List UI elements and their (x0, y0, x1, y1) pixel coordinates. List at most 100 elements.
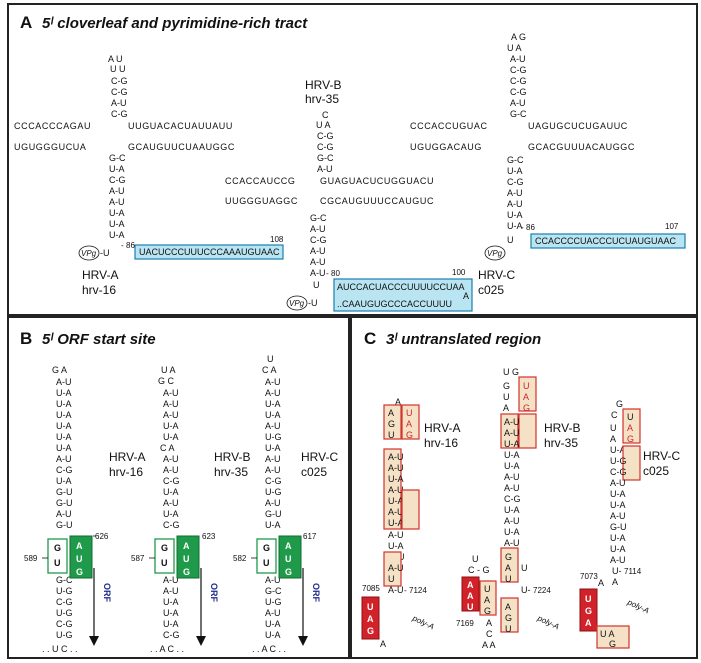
hrv-c-row3: UAGUGCUCUGAUUC (528, 121, 628, 131)
hrv-b-n1: 80 (331, 269, 340, 278)
svg-text:G-U: G-U (56, 520, 73, 530)
orf-a-right: 626 (95, 532, 109, 541)
hrv-b-tract-box (333, 278, 473, 312)
svg-text:U-A: U-A (109, 208, 125, 218)
svg-text:A-U: A-U (504, 483, 520, 493)
svg-text:U: U (406, 408, 413, 418)
svg-text:A: A (486, 618, 492, 628)
svg-text:-: - (121, 241, 124, 250)
svg-text:U: U (523, 381, 530, 391)
svg-text:A: A (612, 577, 618, 587)
svg-text:A-U: A-U (317, 164, 333, 174)
panel-a-letter: A (20, 13, 32, 32)
svg-text:C-G: C-G (109, 175, 126, 185)
svg-text:U: U (627, 412, 634, 422)
svg-text:U-A: U-A (56, 388, 72, 398)
hrv-b-n2: 100 (452, 268, 466, 277)
svg-text:U: U (161, 558, 168, 568)
svg-text:U: U (76, 554, 83, 564)
svg-text:A-U: A-U (388, 485, 404, 495)
svg-text:U-A: U-A (610, 533, 626, 543)
svg-text:G-C: G-C (510, 109, 527, 119)
utr-b-box1 (518, 376, 537, 412)
svg-text:U-A: U-A (163, 432, 179, 442)
svg-text:A: A (505, 563, 511, 573)
svg-text:U-G: U-G (265, 597, 282, 607)
svg-text:C-G: C-G (265, 476, 282, 486)
svg-text:U-A: U-A (163, 619, 179, 629)
svg-text:A-U: A-U (111, 98, 127, 108)
hrv-b-strain: hrv-35 (305, 92, 339, 106)
vpg-b-icon (286, 295, 308, 311)
svg-text:C-G: C-G (310, 235, 327, 245)
svg-text:U-A: U-A (56, 432, 72, 442)
vpg-c-icon (484, 245, 506, 261)
svg-text:A-U: A-U (510, 54, 526, 64)
svg-text:G: G (367, 626, 374, 636)
svg-text:C - G: C - G (468, 565, 490, 575)
svg-text:G: G (183, 567, 190, 577)
svg-text:A: A (585, 618, 592, 628)
svg-text:A-U: A-U (610, 511, 626, 521)
svg-text:U-A: U-A (109, 164, 125, 174)
stop-box-a (361, 596, 380, 640)
svg-text:A-U: A-U (310, 268, 326, 278)
svg-text:G: G (285, 567, 292, 577)
svg-text:C-G: C-G (111, 87, 128, 97)
svg-text:G: G (161, 543, 168, 553)
svg-text:U-: U- (521, 585, 531, 595)
svg-text:U: U (505, 624, 512, 634)
orf-c-label: ORF (311, 583, 321, 603)
svg-text:A: A (367, 614, 374, 624)
svg-text:U-G: U-G (56, 608, 73, 618)
hrv-a-row1: CCCACCCAGAU (14, 121, 91, 131)
utr-b-box3 (518, 413, 537, 449)
svg-text:G: G (263, 543, 270, 553)
svg-text:U-A: U-A (504, 439, 520, 449)
svg-text:U: U (285, 554, 292, 564)
svg-text:G-C: G-C (265, 586, 282, 596)
svg-text:C-G: C-G (111, 76, 128, 86)
utr-c-right: 7114 (624, 567, 642, 576)
svg-text:A: A (380, 639, 386, 649)
utr-a-box3 (383, 448, 402, 530)
hrv-c-cloverleaf: CCCACCUGUAC UGUGGACAUG UAGUGCUCUGAUUC GC… (410, 32, 686, 297)
svg-text:A-U: A-U (163, 410, 179, 420)
svg-text:U: U (505, 574, 512, 584)
hrv-c-tract-box (530, 233, 686, 249)
svg-text:G C: G C (158, 376, 175, 386)
svg-text:U-A: U-A (163, 509, 179, 519)
svg-text:A: A (610, 434, 616, 444)
svg-text:G-U: G-U (56, 498, 73, 508)
svg-text:U-A: U-A (265, 443, 281, 453)
svg-text:C-G: C-G (610, 467, 627, 477)
svg-text:U-G: U-G (56, 630, 73, 640)
utr-c-name: HRV-C (643, 449, 680, 463)
utr-hairpin-c: G C U A G U A U-A U-G C-G A-U U-A U-A A-… (579, 399, 680, 649)
svg-text:U-A: U-A (265, 630, 281, 640)
panel-c-title: 3ˡ untranslated region (386, 331, 541, 348)
orf-hairpin-b: U A G C A-U A-U A-U U-A U-A C A A-U A-U … (131, 365, 250, 654)
svg-text:A-U: A-U (109, 186, 125, 196)
svg-text:A-U: A-U (265, 388, 281, 398)
hrv-b-tract1: AUCCACUACCCUUUUCCUAA (337, 282, 465, 292)
hrv-b-row3: GUAGUACUCUGGUACU (320, 176, 434, 186)
orf-a-name: HRV-A (109, 450, 145, 464)
svg-text:A-U: A-U (610, 555, 626, 565)
svg-text:A-U: A-U (504, 538, 520, 548)
svg-text:A-U: A-U (388, 463, 404, 473)
svg-text:G: G (388, 419, 395, 429)
orf-a-strain: hrv-16 (109, 465, 143, 479)
orf-a-left: 589 (24, 554, 38, 563)
svg-text:A-U: A-U (504, 428, 520, 438)
svg-text:A U: A U (108, 54, 123, 64)
utr-a-strain: hrv-16 (424, 436, 458, 450)
svg-text:C: C (486, 629, 493, 639)
svg-text:C-G: C-G (507, 177, 524, 187)
svg-text:C-G: C-G (317, 142, 334, 152)
svg-text:A-U: A-U (163, 498, 179, 508)
hrv-c-n1: 86 (526, 223, 535, 232)
svg-text:U: U (507, 235, 514, 245)
svg-text:G: G (627, 434, 634, 444)
svg-text:A: A (627, 423, 633, 433)
